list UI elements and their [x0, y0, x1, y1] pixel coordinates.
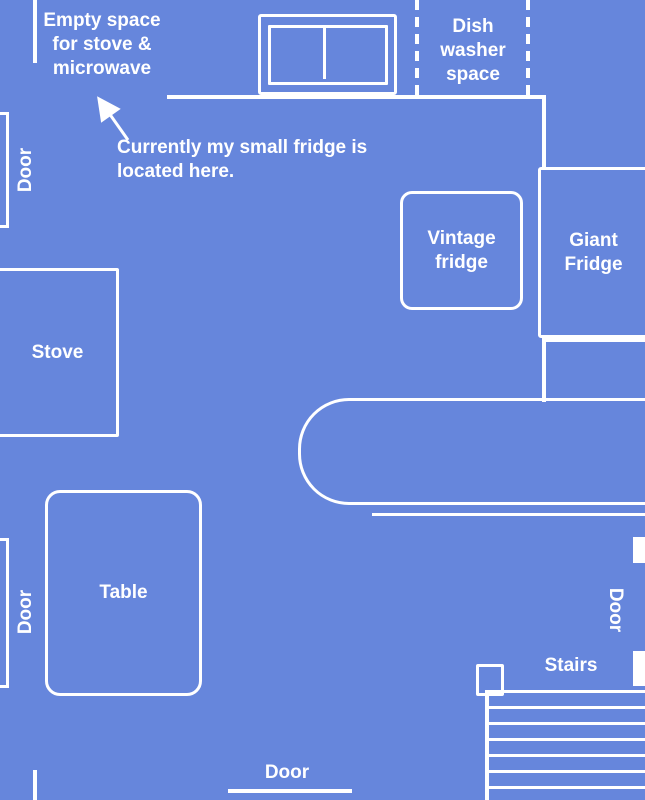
label-door-left-bottom: Door [15, 589, 36, 635]
stair-tread [489, 722, 645, 725]
window-divider [323, 25, 326, 79]
door-right-stub-lower [633, 651, 645, 686]
label-door-right: Door [605, 587, 626, 633]
label-door-bottom: Door [264, 762, 310, 783]
label-empty-space: Empty space for stove & microwave [43, 10, 161, 79]
dishwasher-boundary-left [415, 0, 419, 97]
label-vintage-fridge: Vintage fridge [427, 227, 496, 273]
stair-tread [489, 690, 645, 693]
label-giant-fridge: Giant Fridge [564, 229, 623, 275]
giant-fridge: Giant Fridge [538, 167, 645, 338]
table: Table [45, 490, 202, 696]
stair-tread [489, 770, 645, 773]
window-inner [268, 25, 388, 85]
wall-below-fridge-h [542, 338, 645, 342]
stairs-rail [485, 690, 489, 800]
wall-stub-bottom-left [33, 770, 37, 800]
door-left-bottom-tick-upper [0, 538, 9, 541]
label-fridge-note: Currently my small fridge is located her… [117, 137, 368, 182]
wall-right-upper [542, 97, 546, 168]
stair-tread [489, 754, 645, 757]
label-door-left-top: Door [15, 147, 36, 193]
door-left-top-line [6, 112, 9, 228]
wall-stub-top-left [33, 0, 37, 63]
stair-tread [489, 706, 645, 709]
door-bottom-line [228, 789, 352, 793]
stair-tread [489, 738, 645, 741]
counter-edge-line [372, 513, 645, 516]
label-table: Table [99, 582, 148, 603]
stair-tread [489, 786, 645, 789]
counter [298, 398, 645, 505]
stove: Stove [0, 268, 119, 437]
label-stove: Stove [31, 341, 84, 363]
label-dishwasher-space: Dish washer space [440, 16, 506, 85]
window [258, 14, 397, 95]
vintage-fridge: Vintage fridge [400, 191, 523, 310]
door-left-top-tick-upper [0, 112, 9, 115]
wall-top [167, 95, 546, 99]
door-left-top-tick-lower [0, 225, 9, 228]
wall-below-fridge-v [542, 338, 546, 402]
label-stairs: Stairs [544, 655, 598, 676]
door-right-stub-upper [633, 537, 645, 563]
door-left-bottom-line [6, 538, 9, 688]
door-left-bottom-tick-lower [0, 685, 9, 688]
arrow-icon [97, 96, 130, 141]
dishwasher-boundary-right [526, 0, 530, 97]
stairs-newel-post [476, 664, 504, 696]
